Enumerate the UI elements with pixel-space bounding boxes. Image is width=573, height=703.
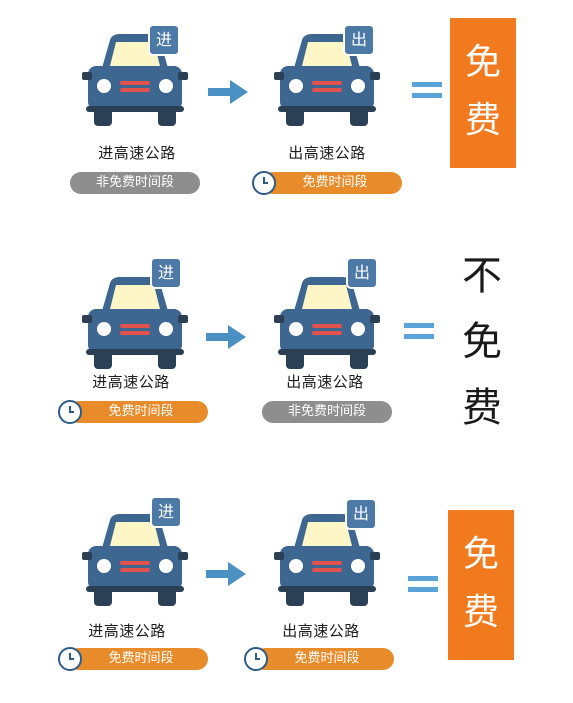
clock-icon: [58, 647, 82, 671]
car-icon: [274, 34, 380, 126]
enter-tag: 进: [150, 257, 182, 289]
exit-period-badge: 免费时间段: [254, 648, 394, 670]
equals-icon: [412, 82, 442, 98]
exit-label: 出高速公路: [286, 373, 364, 391]
result-not-free: 不 免 费: [452, 243, 512, 441]
result-char: 费: [462, 385, 502, 431]
scenario-row-1: 进 进高速公路 非免费时间段 出 出高速公路 免费时间段 免 费: [0, 10, 573, 220]
result-char: 免: [464, 42, 501, 83]
clock-icon: [252, 171, 276, 195]
enter-period-badge: 免费时间段: [68, 401, 208, 423]
scenario-row-2: 进 进高速公路 免费时间段 出 出高速公路 非免费时间段 不 免: [0, 245, 573, 455]
enter-label: 进高速公路: [92, 373, 170, 391]
enter-label: 进高速公路: [98, 144, 176, 162]
result-char: 免: [462, 319, 502, 365]
result-char: 免: [462, 534, 499, 575]
exit-tag: 出: [345, 498, 377, 530]
result-char: 费: [462, 592, 499, 633]
clock-icon: [58, 400, 82, 424]
car-icon: [274, 514, 380, 606]
exit-car: [272, 271, 382, 391]
result-char: 费: [464, 100, 501, 141]
exit-tag: 出: [346, 257, 378, 289]
result-free-box: 免 费: [450, 18, 516, 168]
arrow-icon: [206, 562, 246, 586]
enter-label: 进高速公路: [88, 622, 166, 640]
exit-car: [272, 28, 382, 148]
exit-car: [272, 508, 382, 628]
result-char: 不: [462, 253, 502, 299]
enter-tag: 进: [150, 496, 182, 528]
exit-period-badge: 非免费时间段: [262, 401, 392, 423]
exit-label: 出高速公路: [282, 622, 360, 640]
arrow-icon: [208, 80, 248, 104]
car-icon: [82, 277, 188, 369]
exit-period-badge: 免费时间段: [262, 172, 402, 194]
enter-period-badge: 免费时间段: [68, 648, 208, 670]
exit-tag: 出: [343, 24, 375, 56]
car-icon: [274, 277, 380, 369]
enter-period-badge: 非免费时间段: [70, 172, 200, 194]
enter-car: [80, 271, 190, 391]
clock-icon: [244, 647, 268, 671]
arrow-icon: [206, 325, 246, 349]
equals-icon: [404, 323, 434, 339]
exit-label: 出高速公路: [288, 144, 366, 162]
enter-tag: 进: [148, 24, 180, 56]
result-free-box: 免 费: [448, 510, 514, 660]
scenario-row-3: 进 进高速公路 免费时间段 出 出高速公路 免费时间段: [0, 490, 573, 700]
equals-icon: [408, 576, 438, 592]
